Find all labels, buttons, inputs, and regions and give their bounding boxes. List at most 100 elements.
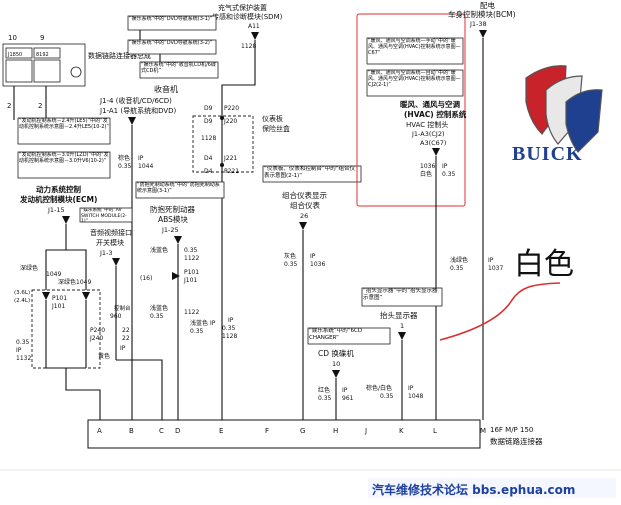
dlc-pin-d: D: [175, 427, 180, 435]
av-circuit: 960: [110, 313, 122, 320]
av-switch-module: 音频视频接口 开关模块 J1-3 960 P240 J240 22 22 控制台…: [89, 228, 163, 420]
radio-pin-1: J1-4 (收音机/CD/6CD): [99, 96, 172, 105]
dlc-pin-c: C: [159, 427, 164, 435]
bcm-wire-color: 浅绿色: [450, 256, 468, 264]
fuse-p2b: J220: [223, 118, 237, 125]
hud-title: 抬头显示器: [380, 310, 418, 320]
av-pin-b: 22: [122, 335, 130, 342]
cd-note: “娱乐系统”中的“6CD CHANGER”: [309, 328, 363, 341]
bcm-title-1: 配电: [480, 0, 495, 10]
ecm-title-1: 动力系统控制: [36, 184, 81, 194]
ecm-wire-color-2: 深绿色: [58, 278, 76, 286]
svg-text:0.35: 0.35: [190, 328, 204, 335]
fuse-circuit: 1128: [201, 135, 216, 142]
ecm-size-a: (3.6L): [14, 290, 30, 296]
fuse-p1b: P220: [224, 105, 239, 112]
abs-title-1: 防抱死制动器: [150, 204, 195, 214]
av-wire-color: 黄色: [98, 352, 110, 360]
fuse-p4b: P221: [224, 168, 239, 175]
conn-a-label: J1850: [7, 52, 22, 58]
dlc-pin-g: G: [300, 427, 305, 435]
cd-wire-size: 0.35: [318, 395, 332, 402]
abs-module: “防抱死制动系统”中的“防抱死制动系统示意图(3-1)” 防抱死制动器 ABS模…: [135, 181, 225, 420]
hud-wire-color: 棕色/白色: [366, 384, 392, 392]
svg-text:2: 2: [7, 102, 11, 110]
ecm-note-1: “发动机控制系统－2.4升(LE5)”中的“发动机控制系统示意图－2.4升LE5…: [19, 118, 109, 130]
hud-pin: 1: [400, 322, 404, 330]
hvac-title-2: (HVAC) 控制系统: [404, 109, 467, 119]
ecm-conn-1: P101: [52, 295, 67, 302]
av-conn-1: P240: [90, 327, 105, 334]
radio-pin-2: J1-A1 (导航系统和DVD): [99, 106, 177, 115]
abs-pin-num: (16): [140, 275, 152, 282]
dlc-pin-e: E: [219, 427, 223, 435]
cluster-pin: 26: [300, 212, 308, 220]
abs-wire-color: 浅蓝色: [150, 246, 168, 254]
hvac-title-3: HVAC 控制头: [406, 120, 448, 129]
sdm-title-2: 传感和诊断模块(SDM): [212, 12, 283, 21]
av-pin: J1-3: [99, 249, 113, 257]
sdm-title-1: 充气式保护装置: [218, 3, 267, 12]
footer-text: 汽车维修技术论坛 bbs.ephua.com: [372, 482, 575, 497]
abs-wire-size-2: 0.35: [150, 313, 164, 320]
hud-note: “抬头显示器”中的“抬头显示器示意图”: [363, 288, 438, 301]
fuse-p2: D9: [204, 118, 213, 125]
fuse-title-2: 保险丝盒: [262, 124, 290, 133]
svg-text:浅蓝色: 浅蓝色: [190, 319, 208, 327]
cluster-title-1: 组合仪表显示: [282, 190, 327, 200]
svg-text:0.35: 0.35: [222, 325, 236, 332]
radio-note-3: “娱乐系统”中的“收音机CD机/6碟式CD机”: [141, 62, 216, 74]
hvac-wire-ip: IP: [442, 163, 448, 170]
svg-text:1128: 1128: [222, 333, 237, 340]
cluster-circuit: 1036: [310, 261, 325, 268]
dlc-pin-a: A: [97, 427, 102, 435]
dlc-pin-m: M: [480, 427, 486, 435]
fuse-p3b: J221: [223, 155, 237, 162]
sdm-circuit: 1128: [241, 43, 256, 50]
cluster-wire-size: 0.35: [284, 261, 298, 268]
dlc-pin-f: F: [265, 427, 269, 435]
ecm-conn-2: J101: [51, 303, 65, 310]
buick-logo: BUICK: [508, 58, 616, 170]
radio-note-2: “娱乐系统”中的“DVD导航系统(3-2)”: [129, 40, 213, 46]
abs-pin: J1-25: [161, 226, 179, 234]
radio-module: 收音机 J1-4 (收音机/CD/6CD) J1-A1 (导航系统和DVD) 棕…: [99, 84, 178, 420]
svg-text:IP: IP: [210, 320, 216, 327]
ecm-note-3: “娱乐系统”中的“AV SWITCH MODULE(2-1)”: [81, 208, 127, 222]
bcm-wire-size: 0.35: [450, 265, 464, 272]
cd-wire-ip: IP: [342, 387, 348, 394]
svg-text:2: 2: [38, 102, 42, 110]
ecm-size-b: (2.4L): [14, 298, 30, 304]
dlc-pin-j: J: [364, 427, 367, 435]
abs-wire-size: 0.35: [184, 247, 198, 254]
hvac-pin-2: A3(C67): [420, 139, 446, 147]
radio-notes: “娱乐系统”中的“DVD导航系统(3-1)” “娱乐系统”中的“DVD导航系统(…: [127, 15, 219, 79]
hvac-note-1: “暖风、通风与空调系统—手动”中的“暖风、通风与空调(HVAC)控制系统示意图—…: [368, 38, 461, 56]
hud-wire-size: 0.35: [380, 393, 394, 400]
svg-text:IP: IP: [228, 317, 234, 324]
hud-module: “抬头显示器”中的“抬头显示器示意图” 抬头显示器 1 棕色/白色 0.35 I…: [361, 287, 443, 420]
av-pin-a: 22: [122, 327, 130, 334]
abs-circuit: 1122: [184, 255, 199, 262]
abs-note: “防抱死制动系统”中的“防抱死制动系统示意图(3-1)”: [137, 182, 220, 194]
dlc-code: 16F M/P 150: [490, 426, 533, 434]
radio-note-1: “娱乐系统”中的“DVD导航系统(3-1)”: [129, 16, 213, 22]
cd-circuit: 961: [342, 395, 354, 402]
sdm-pin: A11: [248, 23, 260, 30]
hvac-wire-color: 白色: [420, 170, 432, 178]
hvac-highlight-frame: [356, 13, 466, 207]
annotation-text: 白色: [514, 247, 574, 282]
ecm-wire-size-3: 0.35: [16, 339, 30, 346]
footer: 汽车维修技术论坛 bbs.ephua.com: [0, 469, 621, 498]
sdm-module: 充气式保护装置 传感和诊断模块(SDM) A11 1128: [212, 3, 283, 105]
hud-circuit: 1048: [408, 393, 423, 400]
bcm-module: 配电 车身控制模块(BCM) J1-38 浅绿色 0.35 IP 1037: [448, 0, 516, 420]
av-title-2: 开关模块: [96, 238, 124, 247]
fuse-b-label: 9: [40, 34, 44, 42]
conn-b-label: 8192: [36, 52, 49, 58]
radio-wire-ip: IP: [138, 155, 144, 162]
cluster-wire-color: 灰色: [284, 252, 296, 260]
hud-wire-ip: IP: [408, 385, 414, 392]
cluster-title-2: 组合仪表: [290, 200, 320, 210]
